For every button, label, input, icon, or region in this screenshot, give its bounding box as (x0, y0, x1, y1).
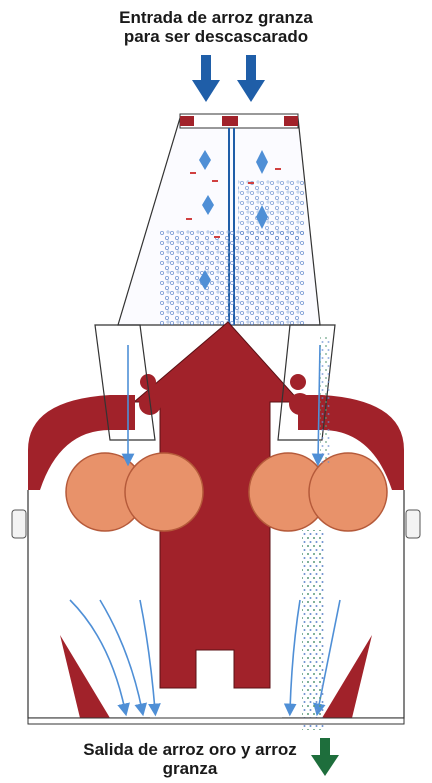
outlet-label-line1: Salida de arroz oro y arroz (40, 740, 340, 759)
outlet-label: Salida de arroz oro y arroz granza (40, 740, 340, 778)
grain-stream (302, 530, 324, 730)
inlet-arrows (192, 55, 265, 102)
hopper (118, 114, 320, 325)
outlet-label-line2: granza (40, 759, 340, 778)
base-frame (28, 718, 404, 724)
roller-left-inner (125, 453, 203, 531)
